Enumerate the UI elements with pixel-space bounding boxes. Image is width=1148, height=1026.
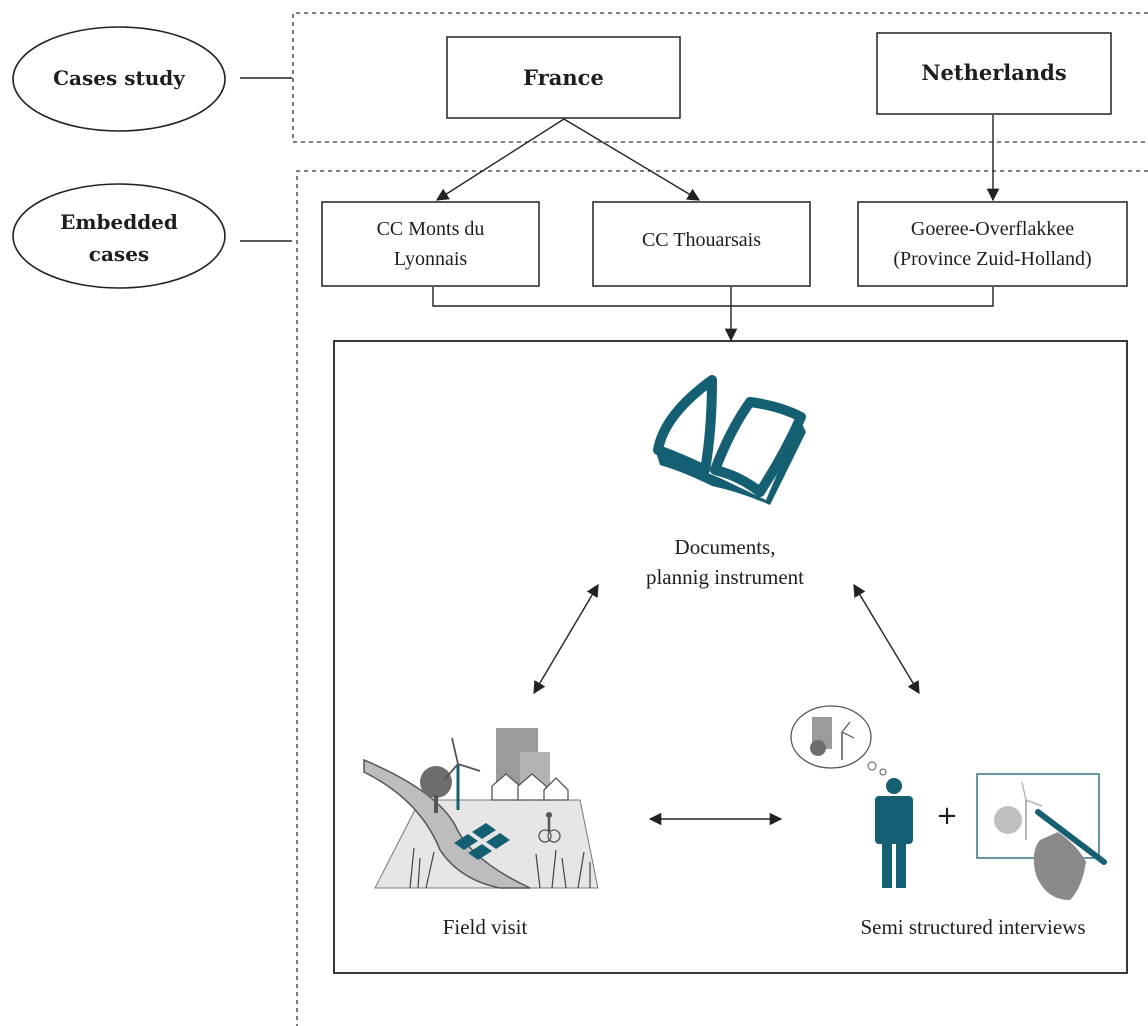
book-icon [653, 375, 806, 505]
houses-icon [491, 773, 569, 801]
thouarsais-label: CC Thouarsais [641, 229, 762, 251]
goeree-box [857, 201, 1128, 287]
cases-study-dashed-group [292, 12, 1148, 143]
netherlands-label: Netherlands [921, 60, 1067, 85]
drawing-hand-icon [1033, 809, 1107, 900]
solar-panels-icon [454, 823, 510, 860]
cases-study-oval [12, 26, 226, 132]
reeds-icon [409, 847, 591, 889]
wind-turbine-icon [443, 737, 481, 810]
monts-label: CC Monts du Lyonnais [376, 218, 485, 270]
plus-sign: + [936, 801, 958, 831]
france-label: France [523, 65, 604, 90]
embedded-cases-label: Embedded cases [60, 210, 178, 266]
cyclist-icon [538, 812, 561, 843]
interviews-illustration [790, 705, 1107, 900]
france-to-thouarsais-arrow [563, 118, 701, 201]
embedded-cases-dashed-group [296, 170, 1148, 1026]
field-visit-caption: Field visit [442, 915, 528, 939]
documents-interviews-arrow [853, 583, 920, 695]
cases-study-label: Cases study [53, 66, 185, 90]
embedded-cases-bracket [432, 287, 994, 307]
goeree-label: Goeree-Overflakkee (Province Zuid-Hollan… [893, 218, 1092, 270]
thought-bubble-icon [790, 705, 887, 776]
thouarsais-box [592, 201, 811, 287]
documents-caption: Documents, plannig instrument [645, 535, 805, 589]
interviews-caption: Semi structured interviews [860, 915, 1086, 939]
monts-box [321, 201, 540, 287]
netherlands-box [876, 32, 1112, 115]
documents-field-arrow [533, 583, 599, 695]
tree-icon [420, 766, 452, 813]
france-box [446, 36, 681, 119]
field-visit-illustration [363, 728, 599, 889]
embedded-cases-oval [12, 183, 226, 289]
person-icon [875, 778, 913, 888]
france-to-monts-arrow [435, 118, 565, 201]
methods-frame [333, 340, 1128, 974]
